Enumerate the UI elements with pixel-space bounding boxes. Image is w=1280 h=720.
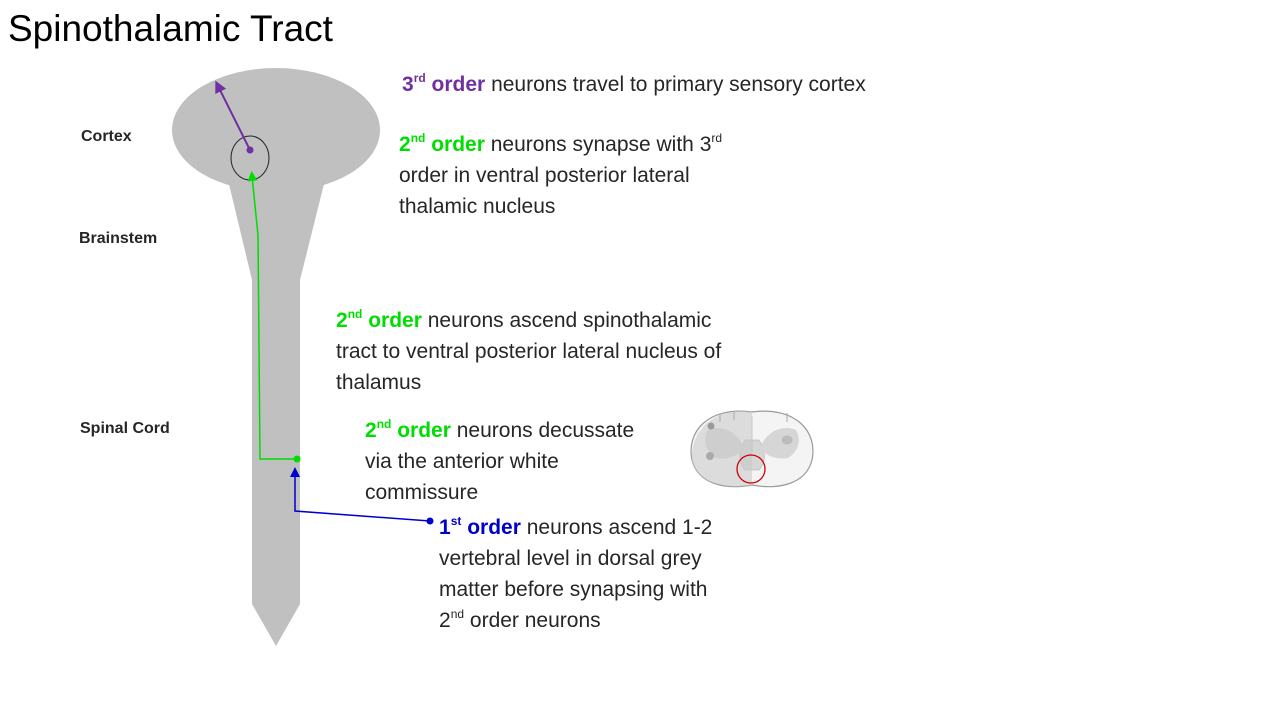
first-order-line-4-sup: nd bbox=[450, 607, 465, 621]
ascend-line-1: neurons ascend spinothalamic bbox=[427, 309, 712, 332]
first-order-line-1: neurons ascend 1-2 bbox=[526, 516, 713, 539]
synapse-sup: nd bbox=[410, 131, 426, 145]
third-order-dot bbox=[246, 146, 254, 154]
synapse-line-3: thalamic nucleus bbox=[399, 195, 556, 218]
annotation-ascend: 2nd order neurons ascend spinothalamic t… bbox=[336, 305, 816, 398]
spinal-cord-cross-section bbox=[690, 410, 814, 488]
third-order-word: order bbox=[431, 73, 486, 96]
decussate-sup: nd bbox=[376, 417, 392, 431]
region-label-brainstem: Brainstem bbox=[79, 230, 158, 247]
decussate-line-3: commissure bbox=[365, 481, 479, 504]
first-order-line-3: matter before synapsing with bbox=[439, 578, 708, 601]
ascend-line-3: thalamus bbox=[336, 371, 422, 394]
first-order-line-4-text: order neurons bbox=[469, 609, 601, 632]
second-order-dot bbox=[293, 455, 301, 463]
first-order-line-4-num: 2 bbox=[439, 609, 451, 632]
first-order-num: 1 bbox=[439, 516, 451, 539]
cortex-shape bbox=[172, 68, 380, 192]
third-order-num: 3 bbox=[402, 73, 414, 96]
third-order-text: neurons travel to primary sensory cortex bbox=[491, 73, 866, 96]
annotation-decussate: 2nd order neurons decussate via the ante… bbox=[365, 415, 685, 508]
first-order-word: order bbox=[467, 516, 521, 539]
synapse-line-2: order in ventral posterior lateral bbox=[399, 164, 690, 187]
synapse-num: 2 bbox=[399, 133, 411, 156]
first-order-pathway bbox=[290, 467, 431, 522]
ascend-sup: nd bbox=[347, 307, 363, 321]
first-order-sup: st bbox=[450, 514, 462, 528]
synapse-text: neurons synapse with 3 bbox=[490, 133, 712, 156]
annotation-synapse: 2nd order neurons synapse with 3rd order… bbox=[399, 129, 819, 222]
annotation-third-order: 3rd order neurons travel to primary sens… bbox=[402, 69, 866, 100]
synapse-word: order bbox=[431, 133, 485, 156]
ascend-word: order bbox=[368, 309, 422, 332]
third-order-sup: rd bbox=[413, 71, 426, 85]
decussate-word: order bbox=[397, 419, 451, 442]
anterior-commissure-highlight bbox=[736, 454, 766, 484]
region-label-cortex: Cortex bbox=[81, 128, 132, 145]
decussate-line-1: neurons decussate bbox=[456, 419, 635, 442]
decussate-line-2: via the anterior white bbox=[365, 450, 559, 473]
second-order-pathway bbox=[247, 171, 297, 460]
synapse-text-sup: rd bbox=[711, 131, 723, 145]
region-label-spinal-cord: Spinal Cord bbox=[80, 420, 170, 437]
decussate-num: 2 bbox=[365, 419, 377, 442]
first-order-line-2: vertebral level in dorsal grey bbox=[439, 547, 702, 570]
third-order-pathway bbox=[215, 80, 251, 151]
annotation-first-order: 1st order neurons ascend 1-2 vertebral l… bbox=[439, 512, 799, 636]
brainstem-shape bbox=[228, 180, 325, 280]
ascend-num: 2 bbox=[336, 309, 348, 332]
first-order-dot bbox=[426, 517, 434, 525]
page-title: Spinothalamic Tract bbox=[8, 8, 333, 49]
spinal-cord-shape bbox=[252, 276, 300, 646]
ascend-line-2: tract to ventral posterior lateral nucle… bbox=[336, 340, 722, 363]
